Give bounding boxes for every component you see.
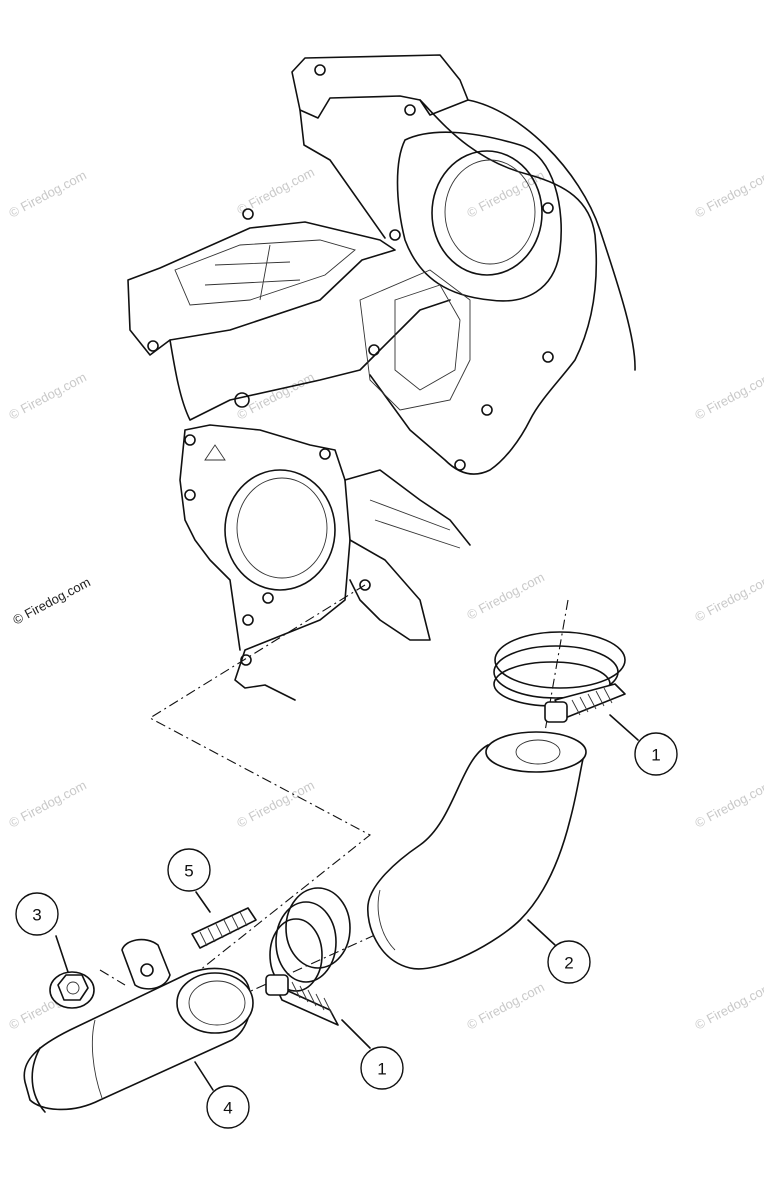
housing-right-lower (344, 469, 471, 641)
intake-flange-rib (204, 244, 301, 301)
watermark: © Firedog.com (464, 569, 546, 622)
callout-1-upper[interactable]: 1 (634, 732, 678, 776)
callout-4[interactable]: 4 (206, 1085, 250, 1129)
flange-nut (49, 971, 95, 1009)
housing-back-edge (467, 99, 636, 371)
watermark: © Firedog.com (692, 571, 764, 624)
upper-port-outer (396, 131, 563, 302)
callout-label: 5 (184, 862, 193, 881)
housing-mid-rib-2 (394, 284, 461, 391)
watermark: © Firedog.com (6, 369, 88, 422)
lower-port-inner (236, 477, 328, 579)
callout-3[interactable]: 3 (15, 892, 59, 936)
housing-main-outline (369, 99, 598, 475)
watermark: © Firedog.com (6, 167, 88, 220)
callout-label: 1 (651, 746, 660, 765)
callout-label: 1 (377, 1060, 386, 1079)
watermark: © Firedog.com (692, 167, 764, 220)
leader-lines (55, 714, 639, 1091)
upper-port-bore (431, 150, 543, 276)
housing-top-flange-side (299, 109, 386, 239)
clamp-screw-lower (265, 974, 333, 1015)
watermark: © Firedog.com (6, 777, 88, 830)
coolant-hose (367, 731, 587, 970)
intake-flange (127, 221, 396, 356)
watermark: © Firedog.com (464, 979, 546, 1032)
engine-housing (127, 54, 636, 701)
watermark-prominent: © Firedog.com (10, 574, 92, 627)
callout-5[interactable]: 5 (167, 848, 211, 892)
housing-top-flange (291, 54, 469, 119)
upper-port-inner (444, 159, 536, 265)
water-pipe (23, 938, 254, 1113)
callout-label: 2 (564, 954, 573, 973)
housing-mid-body (169, 299, 451, 421)
clamp-screw-upper (544, 687, 613, 723)
watermark: © Firedog.com (692, 369, 764, 422)
stud (191, 907, 257, 949)
hose-upper-opening (485, 731, 587, 773)
callout-label: 4 (223, 1099, 232, 1118)
pipe-outlet (176, 972, 254, 1034)
callout-label: 3 (32, 906, 41, 925)
intake-flange-opening (174, 239, 356, 306)
housing-mid-rib (359, 269, 471, 411)
watermark: © Firedog.com (692, 979, 764, 1032)
lower-port-bore (224, 469, 336, 591)
watermark: © Firedog.com (692, 777, 764, 830)
watermark: © Firedog.com (464, 167, 546, 220)
hose-clamp-lower (265, 887, 351, 1026)
callout-1-lower[interactable]: 1 (360, 1046, 404, 1090)
housing-lower-rib (204, 444, 461, 549)
bolt-holes (147, 64, 554, 666)
callout-2[interactable]: 2 (547, 940, 591, 984)
hose-clamp-upper (493, 631, 626, 723)
lower-port-flange (179, 424, 351, 701)
